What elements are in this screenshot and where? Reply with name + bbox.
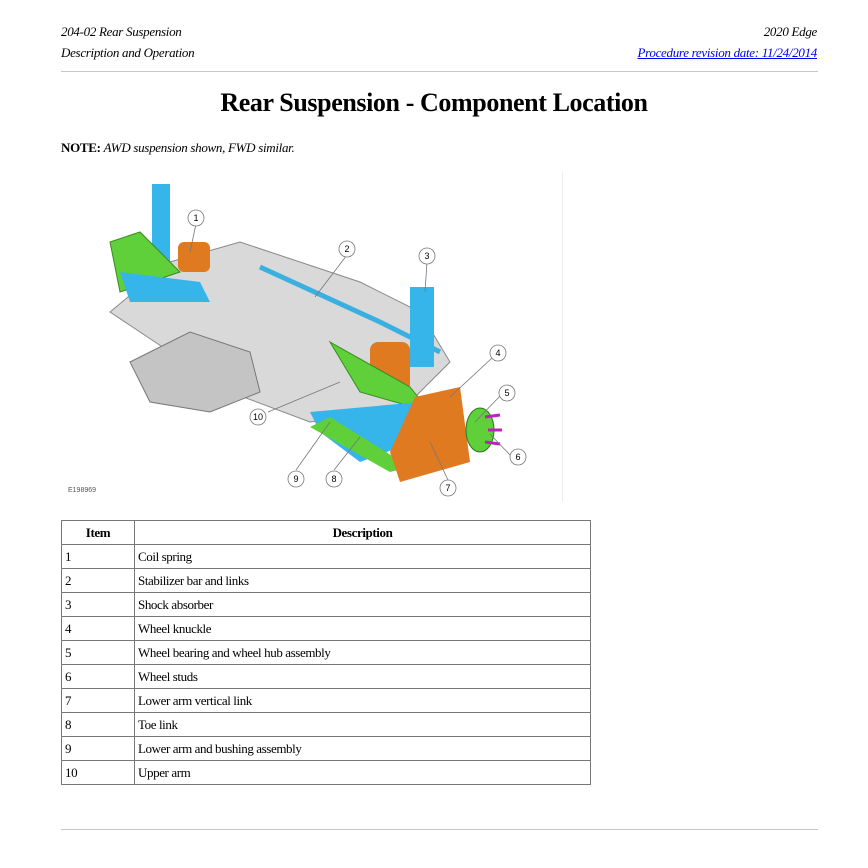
column-header-description: Description	[134, 520, 591, 545]
header-divider	[61, 71, 818, 72]
revision-date-link[interactable]: Procedure revision date: 11/24/2014	[637, 45, 817, 60]
item-description: Wheel studs	[134, 664, 591, 689]
callout-label: 3	[424, 251, 429, 261]
item-number: 7	[61, 688, 135, 713]
item-number: 10	[61, 760, 135, 785]
figure-id: E198969	[68, 487, 97, 494]
callout-8: 8	[325, 470, 343, 488]
item-description: Toe link	[134, 712, 591, 737]
item-number: 6	[61, 664, 135, 689]
callout-7: 7	[439, 479, 457, 497]
callout-label: 1	[193, 213, 198, 223]
callout-label: 10	[253, 412, 263, 422]
note: NOTE: AWD suspension shown, FWD similar.	[61, 140, 295, 156]
footer-divider	[61, 829, 818, 830]
left-spring	[178, 242, 210, 272]
callout-6: 6	[509, 448, 527, 466]
callout-label: 2	[344, 244, 349, 254]
callout-10: 10	[249, 408, 267, 426]
note-label: NOTE:	[61, 140, 101, 155]
left-lower-arm	[120, 272, 210, 302]
callout-1: 1	[187, 209, 205, 227]
note-text: AWD suspension shown, FWD similar.	[103, 140, 295, 155]
callout-9: 9	[287, 470, 305, 488]
section-title: 204-02 Rear Suspension	[61, 24, 182, 39]
column-header-item: Item	[61, 520, 135, 545]
callout-label: 5	[504, 388, 509, 398]
item-description: Lower arm and bushing assembly	[134, 736, 591, 761]
callout-label: 7	[445, 483, 450, 493]
item-description: Coil spring	[134, 544, 591, 569]
callout-4: 4	[489, 344, 507, 362]
item-number: 3	[61, 592, 135, 617]
item-description: Shock absorber	[134, 592, 591, 617]
wheel-studs	[484, 413, 502, 446]
callout-label: 8	[331, 474, 336, 484]
item-description: Stabilizer bar and links	[134, 568, 591, 593]
wheel-knuckle	[390, 387, 470, 482]
item-number: 2	[61, 568, 135, 593]
right-shock	[410, 287, 434, 367]
callout-label: 6	[515, 452, 520, 462]
callout-3: 3	[418, 247, 436, 265]
callout-label: 9	[293, 474, 298, 484]
callout-2: 2	[338, 240, 356, 258]
toe-link	[310, 417, 410, 472]
item-description: Lower arm vertical link	[134, 688, 591, 713]
suspension-illustration: 1 2 3 4 5 6 7 8 9 10 E198969	[60, 172, 563, 502]
item-description: Wheel knuckle	[134, 616, 591, 641]
item-number: 8	[61, 712, 135, 737]
differential	[129, 331, 261, 413]
subsection-title: Description and Operation	[61, 45, 195, 60]
suspension-diagram: 1 2 3 4 5 6 7 8 9 10	[109, 184, 527, 497]
item-number: 5	[61, 640, 135, 665]
page-title: Rear Suspension - Component Location	[220, 88, 648, 117]
vehicle-label: 2020 Edge	[763, 24, 818, 39]
item-number: 1	[61, 544, 135, 569]
callout-5: 5	[498, 384, 516, 402]
item-description: Upper arm	[134, 760, 591, 785]
item-number: 9	[61, 736, 135, 761]
item-description: Wheel bearing and wheel hub assembly	[134, 640, 591, 665]
leader-lines	[189, 223, 511, 481]
callout-label: 4	[495, 348, 500, 358]
item-number: 4	[61, 616, 135, 641]
